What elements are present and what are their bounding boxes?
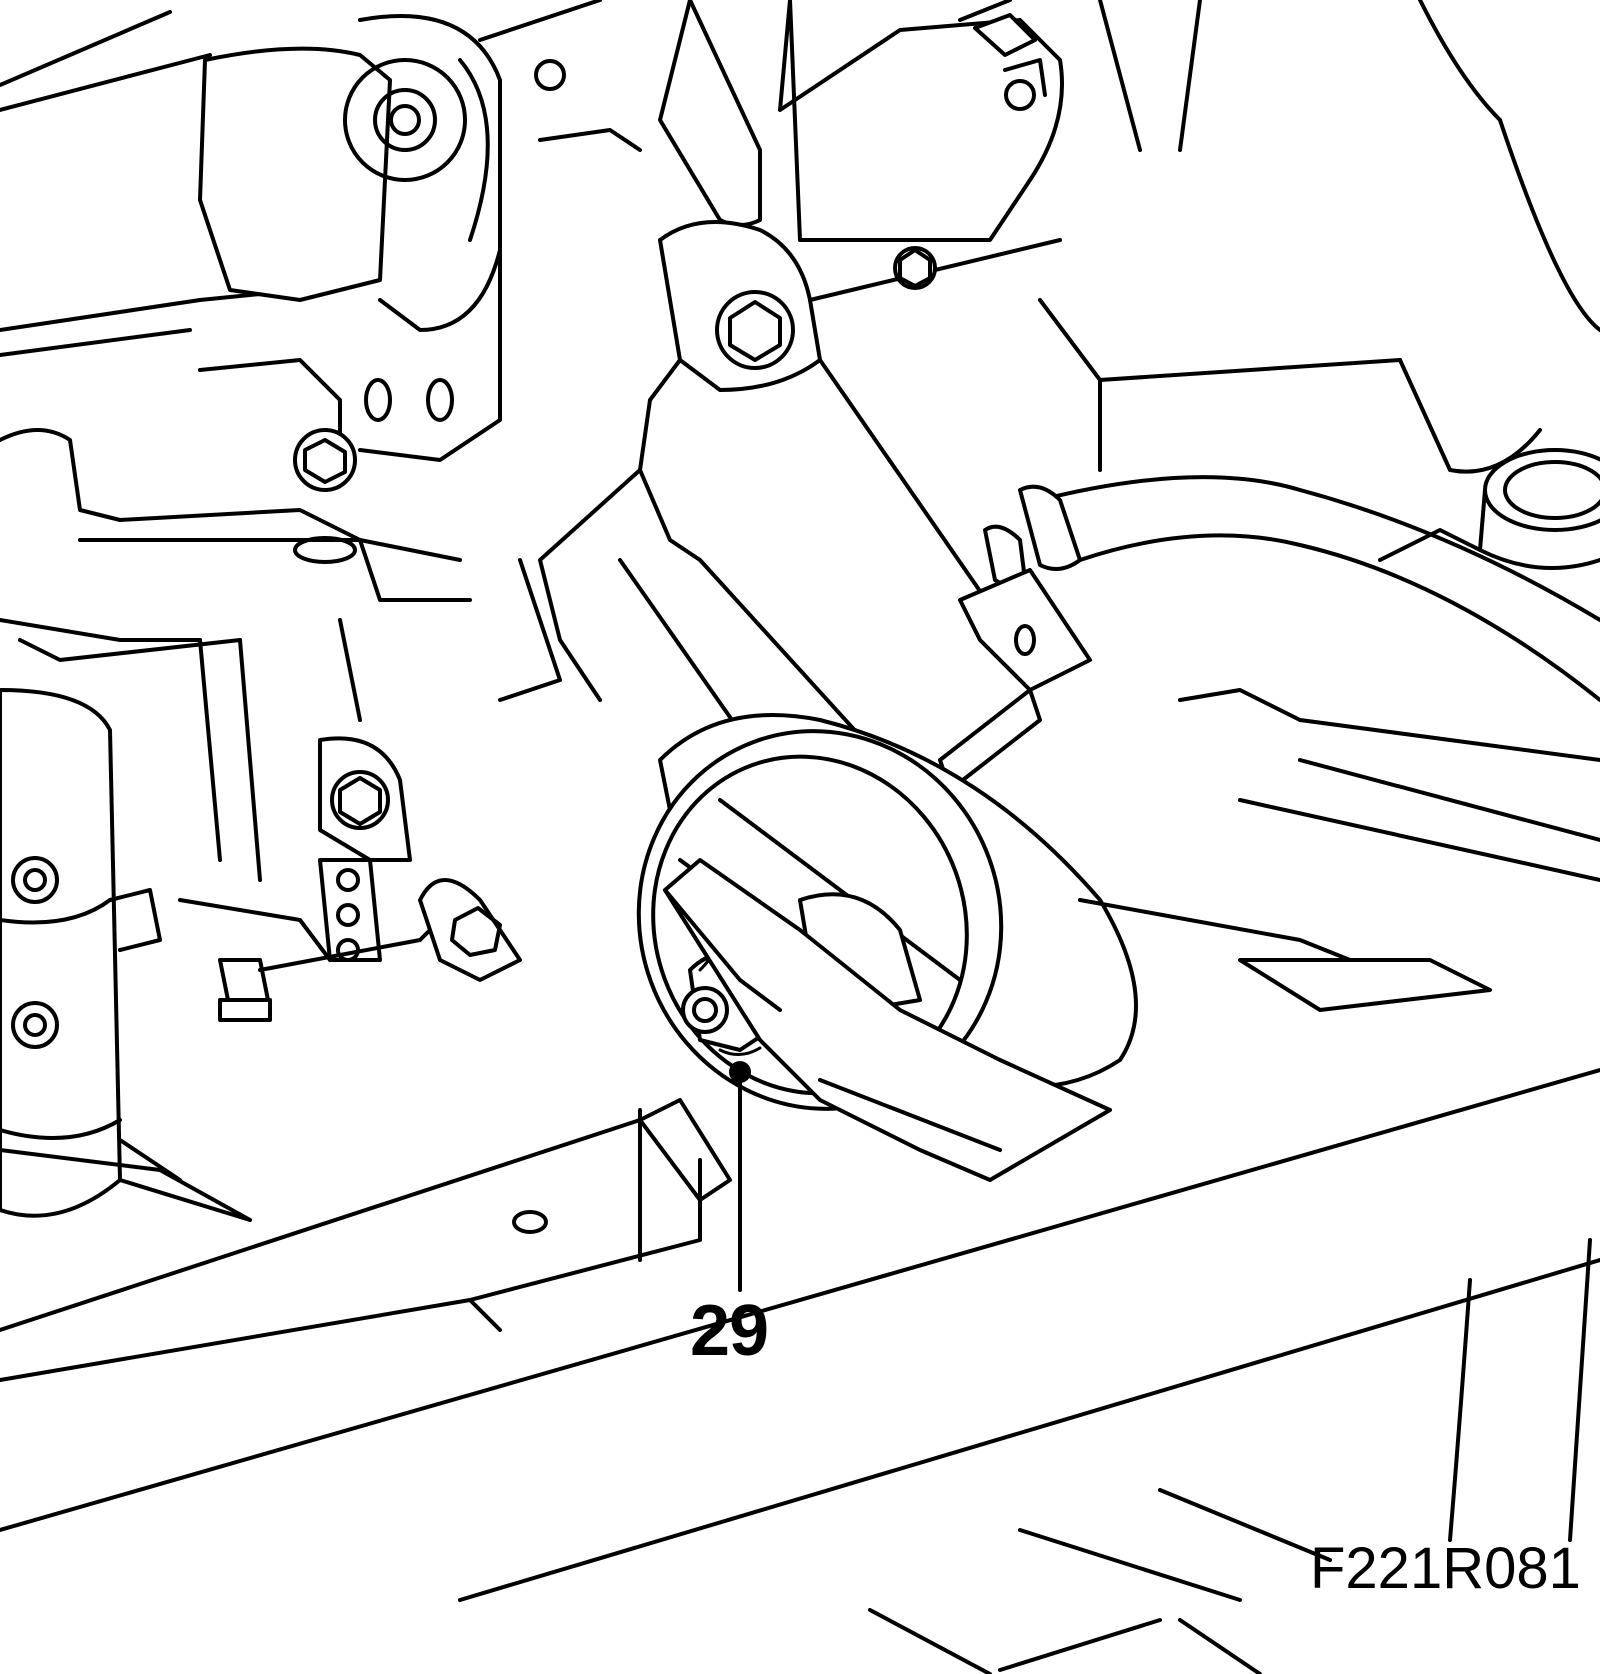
filter-canister <box>0 688 252 1222</box>
mounting-bracket <box>178 736 522 1022</box>
frame-beam <box>0 1068 1600 1674</box>
right-housing <box>1038 0 1600 882</box>
hose <box>938 475 1600 792</box>
tool-blade <box>663 858 1492 1182</box>
figure-code: F221R081 <box>1310 1536 1581 1601</box>
callout-number: 29 <box>690 1291 769 1371</box>
engine-mount-arm <box>498 0 1064 782</box>
engine-block-outline <box>0 0 642 882</box>
